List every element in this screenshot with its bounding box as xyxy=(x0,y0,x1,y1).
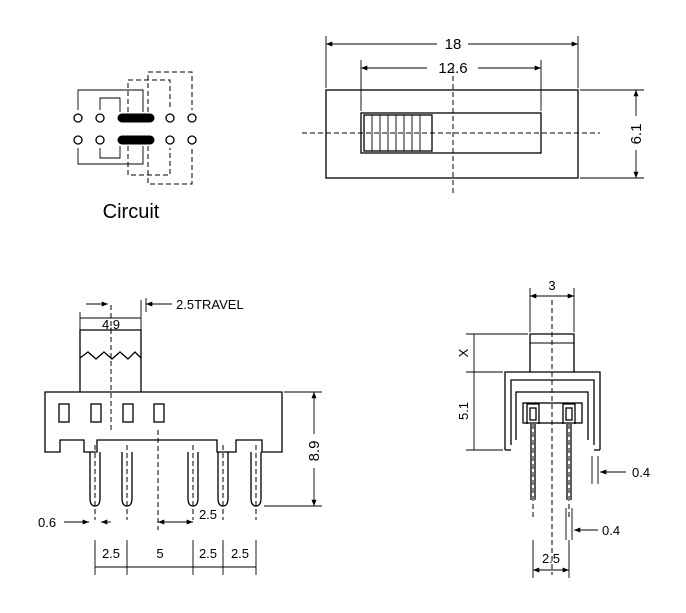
circuit-top-connections xyxy=(77,71,193,112)
svg-text:2.5TRAVEL: 2.5TRAVEL xyxy=(176,297,244,312)
dimension-pin-thickness-top: 0.4 xyxy=(591,456,650,484)
dimension-travel: 2.5TRAVEL xyxy=(86,297,244,312)
svg-text:8.9: 8.9 xyxy=(306,441,323,462)
svg-text:2.5: 2.5 xyxy=(199,546,217,561)
svg-text:X: X xyxy=(456,348,471,357)
svg-text:6.1: 6.1 xyxy=(628,124,645,145)
front-view: 4.9 2.5TRAVEL 8.9 0.6 2.5 xyxy=(38,297,323,575)
dimension-top-height: 6.1 xyxy=(580,89,645,179)
dimension-front-height: 8.9 xyxy=(264,391,323,507)
dimension-row-pitch: 2.5 xyxy=(532,540,570,578)
front-view-windows xyxy=(58,403,165,423)
front-view-body xyxy=(44,391,283,453)
svg-text:3: 3 xyxy=(548,278,555,293)
top-view: 18 12.6 6.1 xyxy=(302,36,645,196)
svg-text:2.5: 2.5 xyxy=(199,507,217,522)
dimension-actuator-width: 4.9 xyxy=(79,300,142,332)
top-view-body xyxy=(325,89,579,179)
circuit-bottom-connections xyxy=(77,146,193,185)
svg-text:5: 5 xyxy=(156,546,163,561)
svg-text:2.5: 2.5 xyxy=(542,551,560,566)
side-view-housing xyxy=(504,371,601,451)
side-view-terminals xyxy=(526,403,576,520)
svg-text:12.6: 12.6 xyxy=(438,60,467,77)
svg-text:2.5: 2.5 xyxy=(102,546,120,561)
front-view-pins xyxy=(89,452,262,507)
circuit-terminals xyxy=(73,113,197,145)
dimension-top-length: 18 xyxy=(325,36,579,88)
side-view: 3 X 5.1 0.4 0.4 2.5 xyxy=(456,278,650,578)
dimension-side-heights: X 5.1 xyxy=(456,333,528,451)
dimension-slider-length: 12.6 xyxy=(360,60,542,111)
dimension-pin-width: 0.6 xyxy=(38,515,111,530)
svg-text:18: 18 xyxy=(445,36,462,53)
circuit-label: Circuit xyxy=(103,201,160,223)
svg-text:2.5: 2.5 xyxy=(231,546,249,561)
svg-text:5.1: 5.1 xyxy=(456,402,471,420)
dimension-pitch-chain: 2.5 5 2.5 2.5 xyxy=(94,540,257,575)
circuit-schematic: Circuit xyxy=(73,71,197,223)
dimension-pin-thickness-bottom: 0.4 xyxy=(565,508,620,540)
svg-text:4.9: 4.9 xyxy=(102,317,120,332)
front-view-pin-centerlines xyxy=(94,430,257,530)
svg-text:0.4: 0.4 xyxy=(632,465,650,480)
dimension-side-actuator-width: 3 xyxy=(529,278,575,332)
svg-text:0.4: 0.4 xyxy=(602,523,620,538)
circuit-contacts xyxy=(117,113,155,145)
svg-text:0.6: 0.6 xyxy=(38,515,56,530)
dimension-pin-offset: 2.5 xyxy=(158,507,217,525)
